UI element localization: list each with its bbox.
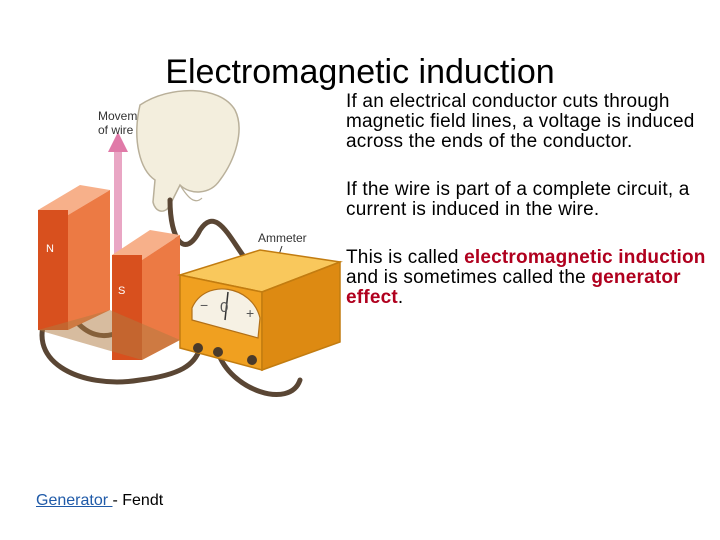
ammeter-needle <box>224 291 229 321</box>
bullet-3: This is called electromagnetic induction… <box>346 248 706 308</box>
credit-line: Generator - Fendt <box>36 492 163 510</box>
bullet-3-after: . <box>397 287 404 308</box>
terminal-left <box>193 343 203 353</box>
terminal-middle <box>213 347 223 357</box>
dial-minus: − <box>200 297 208 313</box>
hand-illustration <box>136 89 240 212</box>
bullet-2: If the wire is part of a complete circui… <box>346 179 690 220</box>
induction-diagram: Movement of wire N S <box>38 89 343 398</box>
dial-zero: 0 <box>220 299 228 316</box>
ammeter: 0 − + <box>177 249 343 372</box>
credit-suffix: - Fendt <box>112 492 164 509</box>
pole-n-label: N <box>46 243 54 255</box>
magnet-base <box>38 310 180 360</box>
generator-link[interactable]: Generator <box>36 492 113 509</box>
term-electromagnetic-induction: electromagnetic induction <box>464 247 706 268</box>
ammeter-label: Ammeter <box>258 231 307 245</box>
movement-label-2: of wire <box>98 123 134 137</box>
dial-plus: + <box>246 305 254 321</box>
movement-arrow-icon <box>108 132 128 260</box>
pole-s-label: S <box>118 285 125 297</box>
slide-title: Electromagnetic induction <box>165 52 555 91</box>
term-generator-effect: generator effect <box>346 267 681 308</box>
induction-illustration: Movement of wire N S <box>20 80 345 415</box>
bullet-1: If an electrical conductor cuts through … <box>346 91 695 152</box>
bullet-list: If an electrical conductor cuts through … <box>346 92 706 336</box>
terminal-right <box>247 355 257 365</box>
bullet-3-before: This is called <box>346 247 465 268</box>
bullet-3-middle: and is sometimes called the <box>346 267 592 288</box>
magnet-north: N <box>38 185 110 330</box>
